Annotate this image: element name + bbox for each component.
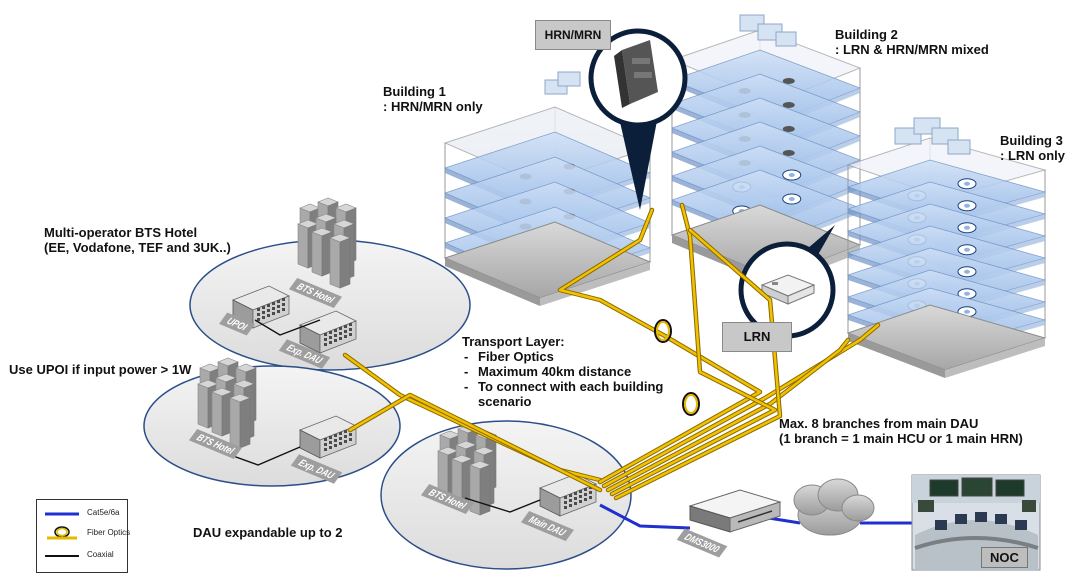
- lrn-antenna-icon: [957, 244, 977, 256]
- coaxial-line-icon: [45, 555, 79, 557]
- dms3000-server: [688, 489, 782, 533]
- lrn-antenna-icon: [957, 266, 977, 278]
- bts-rack-tower: [211, 387, 233, 437]
- bts-hotel-area-2: [143, 365, 401, 487]
- lrn-antenna-icon: [957, 200, 977, 212]
- bts-rack-tower: [229, 393, 251, 449]
- lrn-device-icon: [760, 274, 816, 305]
- transport-title: Transport Layer:: [462, 334, 565, 349]
- exp-dau-rack-1: [299, 310, 357, 354]
- building-1-label: Building 1 : HRN/MRN only: [383, 84, 483, 114]
- bts-rack-tower: [329, 233, 351, 289]
- lrn-antenna-icon: [957, 178, 977, 190]
- bts-hotel-icon: [297, 197, 357, 289]
- branches-note: Max. 8 branches from main DAU (1 branch …: [779, 416, 1023, 446]
- lrn-antenna-icon: [782, 193, 802, 205]
- lrn-label-box: LRN: [722, 322, 792, 352]
- building-2: [670, 14, 862, 286]
- bts-rack-tower: [311, 227, 333, 277]
- noc-label: NOC: [981, 547, 1028, 568]
- antenna-icon: [782, 102, 795, 108]
- bts-hotel-title: Multi-operator BTS Hotel (EE, Vodafone, …: [44, 225, 231, 255]
- transport-item: Fiber Optics: [464, 349, 708, 364]
- transport-item: Maximum 40km distance: [464, 364, 708, 379]
- bts-rack-tower: [469, 460, 491, 516]
- hrn-mrn-label-box: HRN/MRN: [535, 20, 611, 50]
- antenna-icon: [782, 126, 795, 132]
- bts-hotel-icon: [437, 424, 497, 516]
- upoi-rack: [232, 285, 290, 329]
- legend-item-fiber: Fiber Optics: [43, 526, 130, 542]
- building-2-label: Building 2 : LRN & HRN/MRN mixed: [835, 27, 989, 57]
- legend: Cat5e/6a Fiber Optics Coaxial: [36, 499, 130, 573]
- hrn-device-icon: [614, 40, 658, 108]
- transport-layer-text: Transport Layer: Fiber Optics Maximum 40…: [462, 334, 708, 409]
- antenna-icon: [782, 150, 795, 156]
- hrn-mrn-callout: [588, 28, 688, 210]
- fiber-loop-1: [654, 319, 672, 343]
- transport-item: To connect with each building scenario: [464, 379, 708, 409]
- bts-hotel-icon: [197, 357, 257, 449]
- cat5-line-icon: [45, 512, 79, 516]
- upoi-note: Use UPOI if input power > 1W: [9, 362, 192, 377]
- building-3-label: Building 3 : LRN only: [1000, 133, 1065, 163]
- fiber-loop-icon: [47, 526, 77, 540]
- lrn-antenna-icon: [957, 222, 977, 234]
- dau-expand-note: DAU expandable up to 2: [193, 525, 343, 540]
- lrn-callout: [738, 225, 836, 339]
- legend-item-cat5: Cat5e/6a: [43, 506, 125, 522]
- building-3: [846, 117, 1047, 378]
- lrn-antenna-icon: [782, 169, 802, 181]
- antenna-icon: [782, 78, 795, 84]
- exp-dau-rack-2: [299, 415, 357, 459]
- legend-item-coaxial: Coaxial: [43, 548, 125, 564]
- building-1: [443, 71, 652, 306]
- internet-cloud-icon: [793, 478, 875, 536]
